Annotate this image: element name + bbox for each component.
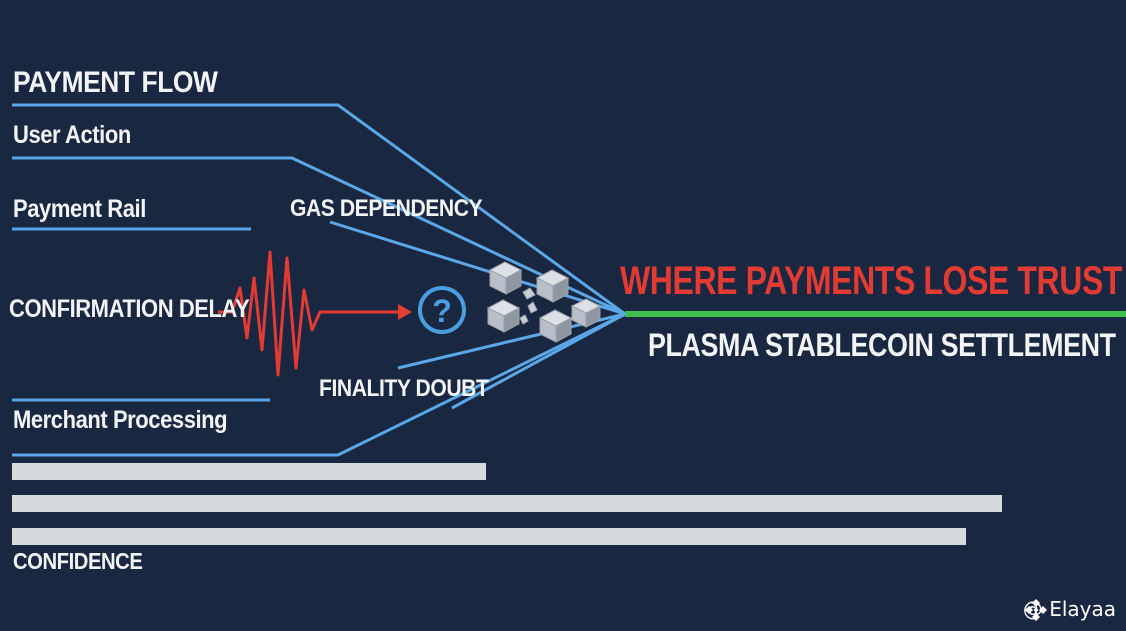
- confidence-bar-long: [12, 495, 1002, 512]
- subheadline: PLASMA STABLECOIN SETTLEMENT: [648, 327, 1116, 363]
- flow-line-payment-flow: [12, 103, 626, 316]
- pulse-icon: [218, 250, 400, 377]
- flow-line-gas-dependency: [329, 220, 626, 316]
- finality-doubt-label: FINALITY DOUBT: [319, 375, 489, 402]
- user-action-label: User Action: [13, 121, 131, 149]
- flow-line-user-action: [12, 156, 626, 316]
- payment-flow-title: PAYMENT FLOW: [13, 66, 218, 99]
- confidence-bars: [12, 463, 1002, 545]
- confidence-bar-medium: [12, 528, 966, 545]
- gas-dependency-label: GAS DEPENDENCY: [290, 195, 483, 222]
- arrow-right-icon: [398, 304, 412, 320]
- confidence-bar-short: [12, 463, 486, 480]
- binance-logo-icon: [1024, 599, 1047, 621]
- flow-lines: [12, 103, 626, 457]
- payment-rail-label: Payment Rail: [13, 195, 146, 223]
- watermark: @ Elayaa: [1023, 597, 1116, 621]
- broken-blocks-icon: [486, 261, 602, 343]
- question-icon: ?: [418, 286, 466, 334]
- confidence-label: CONFIDENCE: [13, 548, 143, 574]
- headline: WHERE PAYMENTS LOSE TRUST: [620, 259, 1123, 303]
- flow-line-merchant: [12, 312, 626, 457]
- merchant-processing-label: Merchant Processing: [13, 406, 228, 434]
- question-symbol: ?: [432, 293, 452, 329]
- confirmation-delay-label: CONFIRMATION DELAY: [9, 295, 250, 323]
